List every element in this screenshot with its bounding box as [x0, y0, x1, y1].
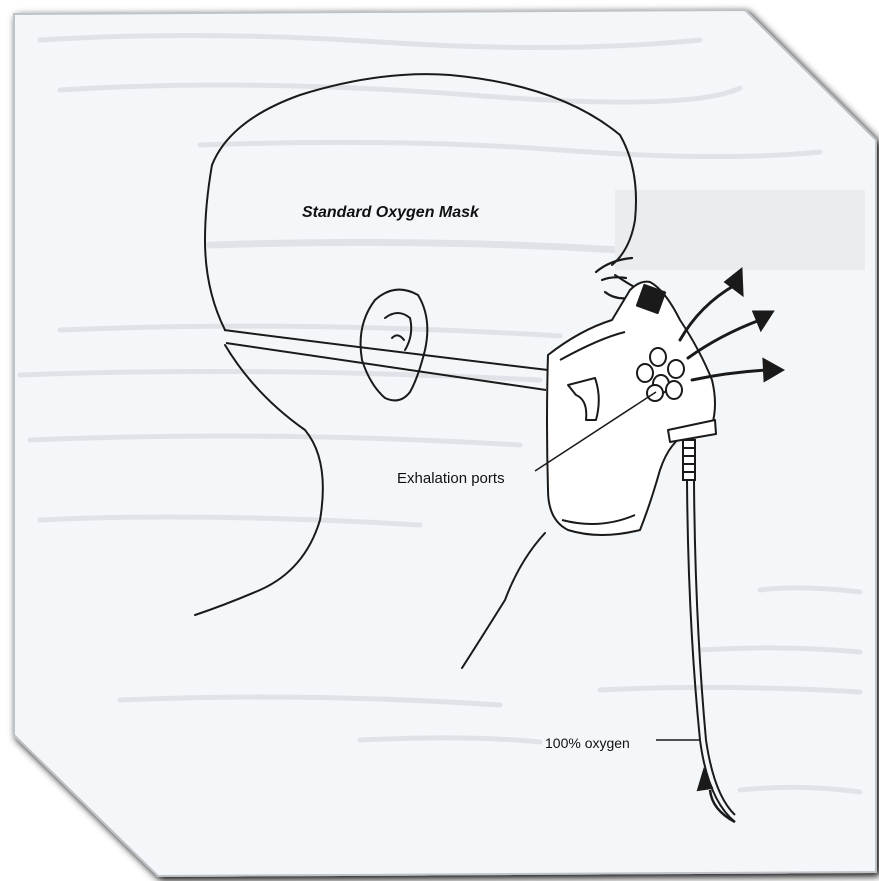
exhalation-port	[637, 364, 653, 382]
exhalation-port	[666, 381, 682, 399]
exhalation-port	[650, 348, 666, 366]
exhalation-port	[668, 360, 684, 378]
figure-title: Standard Oxygen Mask	[302, 205, 479, 221]
oxygen-supply-label: 100% oxygen	[545, 736, 630, 750]
exhalation-ports-label: Exhalation ports	[397, 471, 505, 486]
